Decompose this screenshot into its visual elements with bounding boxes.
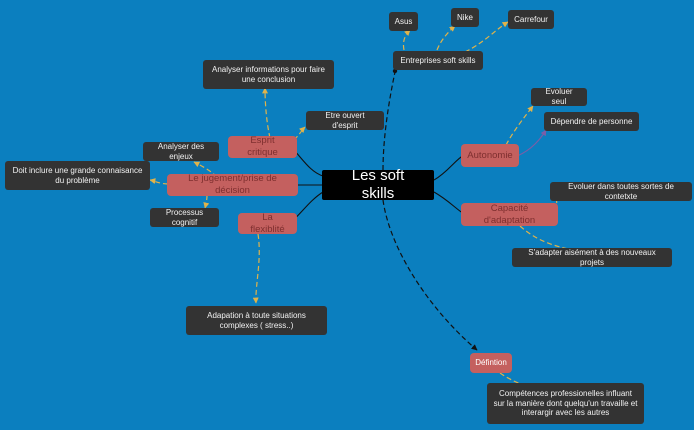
center-node[interactable]: Les soft skills — [322, 167, 434, 202]
node-competences-label: Compétences professionelles influant sur… — [493, 388, 638, 418]
node-entreprises-soft-skills[interactable]: Entreprises soft skills — [393, 51, 483, 70]
node-autonomie[interactable]: Autonomie — [461, 144, 519, 167]
node-dependre-de-personne-label: Dépendre de personne — [550, 116, 633, 126]
node-asus-label: Asus — [394, 16, 413, 26]
node-asus[interactable]: Asus — [389, 12, 418, 31]
node-etre-ouvert-esprit[interactable]: Etre ouvert d'esprit — [306, 111, 384, 130]
node-analyser-enjeux-label: Analyser des enjeux — [157, 141, 205, 161]
node-carrefour-label: Carrefour — [514, 14, 548, 24]
node-entreprises-soft-skills-label: Entreprises soft skills — [400, 55, 476, 65]
node-processus-cognitif[interactable]: Processus cognitif — [150, 208, 219, 227]
node-doit-inclure-connaisance-label: Doit inclure une grande connaisance du p… — [12, 165, 143, 185]
node-esprit-critique[interactable]: Esprit critique — [228, 135, 297, 158]
node-esprit-critique-label: Esprit critique — [247, 135, 278, 158]
node-definition-label: Défintion — [475, 358, 507, 368]
node-analyser-enjeux[interactable]: Analyser des enjeux — [143, 142, 219, 161]
node-sadapter-projets[interactable]: S'adapter aisément à des nouveaux projet… — [512, 248, 672, 267]
node-nike-label: Nike — [457, 12, 474, 22]
node-dependre-de-personne[interactable]: Dépendre de personne — [544, 112, 639, 131]
node-flexibilite-label: La flexiblité — [250, 211, 285, 235]
node-adapation-situations-label: Adapation à toute situations complexes (… — [207, 310, 306, 330]
node-carrefour[interactable]: Carrefour — [508, 10, 554, 29]
center-node-label: Les soft skills — [351, 166, 405, 202]
node-jugement-prise-decision[interactable]: Le jugement/prise de décision — [167, 173, 298, 196]
node-competences[interactable]: Compétences professionelles influant sur… — [487, 383, 644, 424]
node-analyser-informations-label: Analyser informations pour faire une con… — [212, 64, 325, 84]
node-autonomie-label: Autonomie — [467, 149, 513, 161]
node-sadapter-projets-label: S'adapter aisément à des nouveaux projet… — [528, 247, 656, 267]
node-definition[interactable]: Défintion — [470, 353, 512, 373]
node-capacite-adaptation[interactable]: Capacité d'adaptation — [461, 203, 558, 226]
node-analyser-informations[interactable]: Analyser informations pour faire une con… — [203, 60, 334, 89]
node-evoluer-contexte[interactable]: Evoluer dans toutes sortes de contetxte — [550, 182, 692, 201]
node-capacite-adaptation-label: Capacité d'adaptation — [483, 202, 536, 226]
node-evoluer-contexte-label: Evoluer dans toutes sortes de contetxte — [568, 181, 674, 201]
node-nike[interactable]: Nike — [451, 8, 479, 27]
node-processus-cognitif-label: Processus cognitif — [165, 207, 204, 227]
node-flexibilite[interactable]: La flexiblité — [238, 211, 297, 235]
node-doit-inclure-connaisance[interactable]: Doit inclure une grande connaisance du p… — [5, 161, 150, 190]
node-adapation-situations[interactable]: Adapation à toute situations complexes (… — [186, 306, 327, 335]
node-evoluer-seul[interactable]: Evoluer seul — [531, 87, 587, 106]
node-etre-ouvert-esprit-label: Etre ouvert d'esprit — [325, 110, 365, 130]
node-evoluer-seul-label: Evoluer seul — [545, 87, 573, 106]
node-jugement-prise-decision-label: Le jugement/prise de décision — [188, 173, 277, 196]
